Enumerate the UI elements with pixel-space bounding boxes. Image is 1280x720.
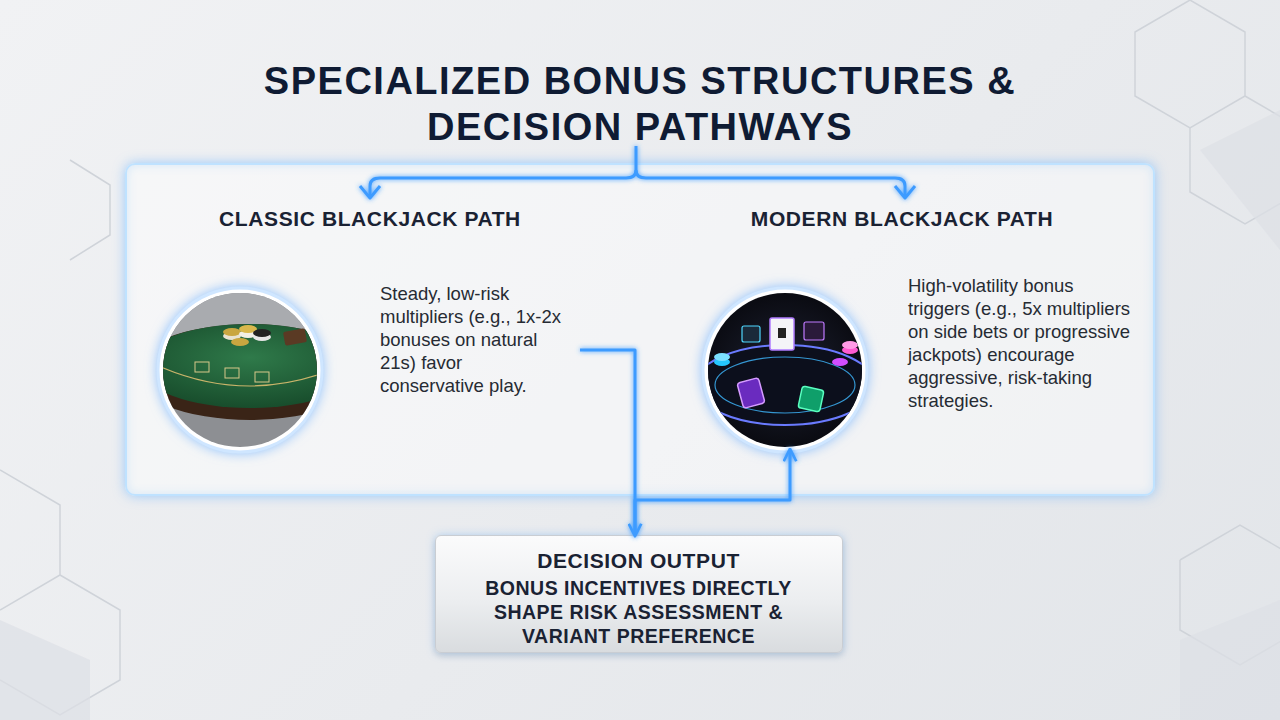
diagram-title: SPECIALIZED BONUS STRUCTURES & DECISION … [190,58,1090,150]
decision-output-box: DECISION OUTPUTBONUS INCENTIVES DIRECTLY… [435,535,843,653]
classic-path-node: CLASSIC BLACKJACK PATH Steady, low-risk m… [160,198,580,450]
output-description: BONUS INCENTIVES DIRECTLY SHAPE RISK ASS… [456,576,821,648]
output-heading: DECISION OUTPUT [436,548,841,574]
path-heading: CLASSIC BLACKJACK PATH [160,206,580,232]
path-description: High-volatility bonus triggers (e.g., 5x… [908,274,1133,412]
path-heading: MODERN BLACKJACK PATH [690,206,1114,232]
path-description: Steady, low-risk multipliers (e.g., 1x-2… [380,282,565,397]
flow-arrow [635,450,790,535]
modern-path-node: MODERN BLACKJACK PATHHigh-volatility bon… [700,198,1150,450]
flow-arrow [580,350,635,535]
flow-arrow [580,349,700,352]
